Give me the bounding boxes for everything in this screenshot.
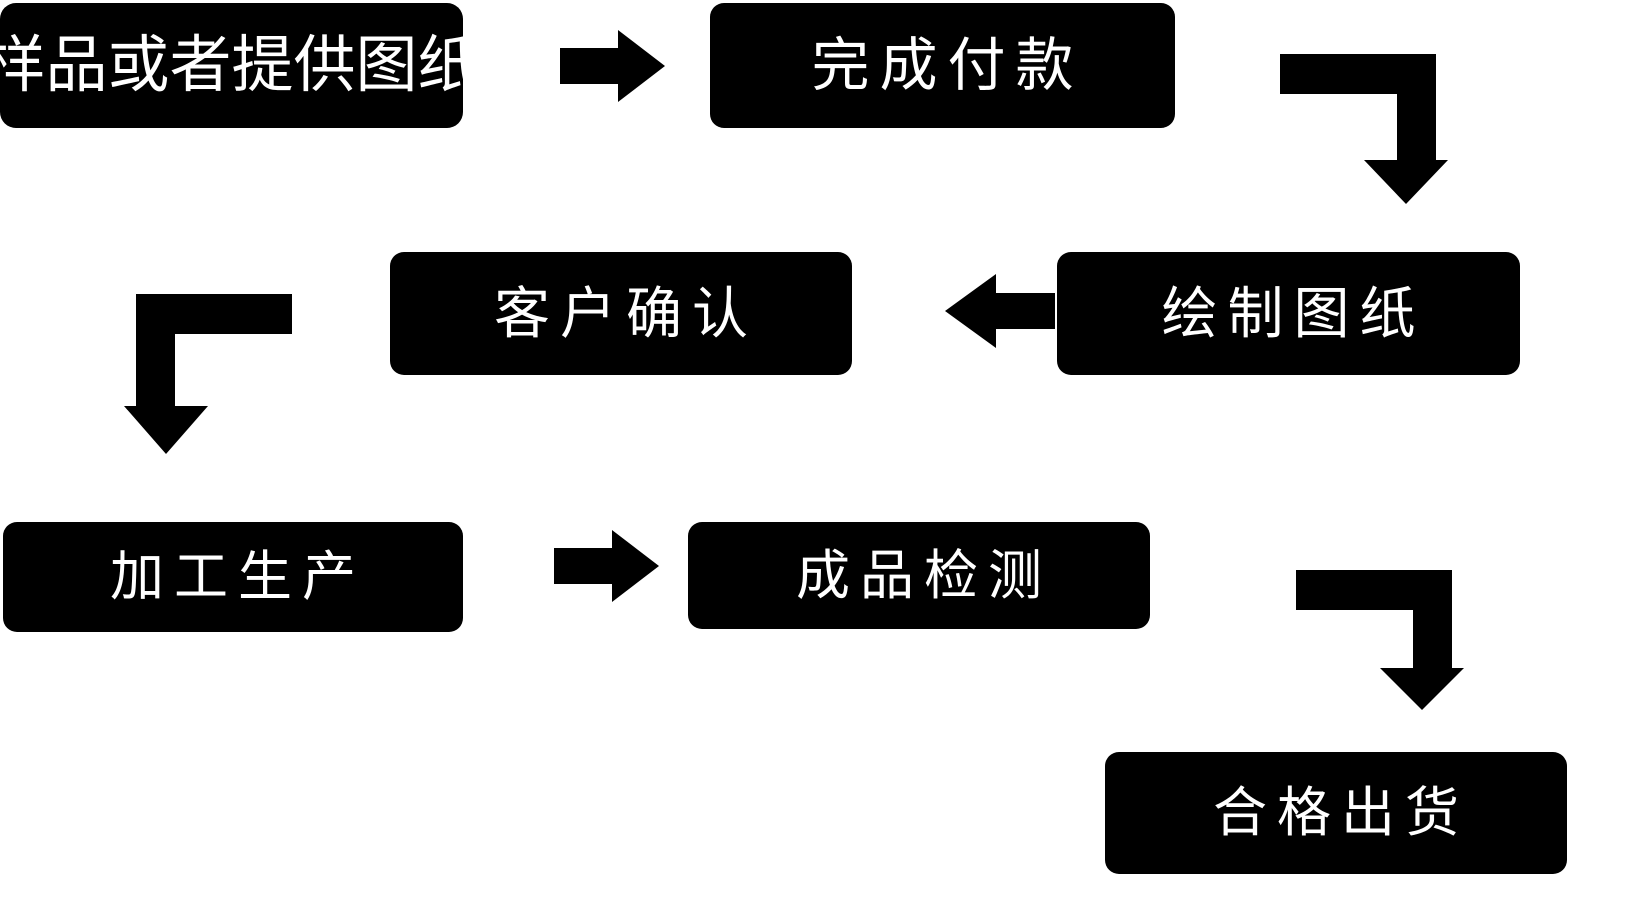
arrow-elbow-payment-to-drawing: [1272, 48, 1448, 206]
flow-node-label: 合格出货: [1213, 783, 1469, 843]
flow-node-sample-or-drawing[interactable]: 样品或者提供图纸: [0, 3, 480, 128]
flow-node-draw-blueprint[interactable]: 绘制图纸: [1057, 252, 1520, 375]
flow-node-complete-payment[interactable]: 完成付款: [710, 3, 1175, 128]
arrow-elbow-inspect-to-shipping: [1288, 564, 1464, 712]
flow-node-label: 客户确认: [494, 281, 758, 345]
flow-node-qualified-shipment[interactable]: 合格出货: [1105, 752, 1567, 874]
arrow-left-drawing-to-confirm: [940, 274, 1062, 348]
arrow-right-produce-to-inspect: [546, 530, 666, 602]
flow-node-label: 加工生产: [110, 547, 366, 607]
flow-node-label: 成品检测: [796, 545, 1052, 606]
flow-node-customer-confirmation[interactable]: 客户确认: [390, 252, 852, 375]
flow-node-label: 样品或者提供图纸: [0, 30, 480, 100]
arrow-elbow-confirm-to-produce: [124, 288, 300, 456]
flow-node-processing-production[interactable]: 加工生产: [3, 522, 463, 632]
flow-node-finished-product-inspection[interactable]: 成品检测: [688, 522, 1150, 629]
flow-node-label: 完成付款: [811, 32, 1084, 98]
flow-node-label: 绘制图纸: [1161, 281, 1426, 345]
arrow-right-sample-to-payment: [552, 30, 672, 102]
